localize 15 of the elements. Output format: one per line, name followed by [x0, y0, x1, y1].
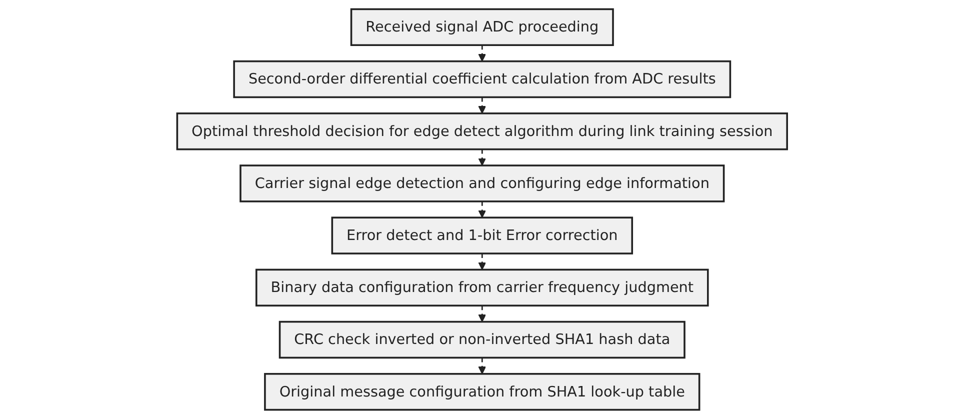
- node-box: Received signal ADC proceeding: [350, 8, 614, 46]
- node-box: Error detect and 1-bit Error correction: [331, 216, 633, 254]
- arrow: [478, 149, 486, 166]
- arrow: [478, 358, 486, 374]
- arrow: [478, 45, 486, 62]
- node-box: Second-order differential coefficient calculation from ADC results: [233, 60, 731, 98]
- arrow: [478, 254, 486, 270]
- node-box: Carrier signal edge detection and configuring edge information: [239, 164, 725, 202]
- node-box: Binary data configuration from carrier frequency judgment: [255, 268, 709, 306]
- arrow: [478, 201, 486, 218]
- node-box: CRC check inverted or non-inverted SHA1 hash data: [278, 320, 686, 359]
- node-box: Original message configuration from SHA1 look-up table: [264, 372, 700, 411]
- arrow: [478, 97, 486, 114]
- arrow: [478, 306, 486, 322]
- node-box: Optimal threshold decision for edge detect algorithm during link training session: [176, 112, 788, 150]
